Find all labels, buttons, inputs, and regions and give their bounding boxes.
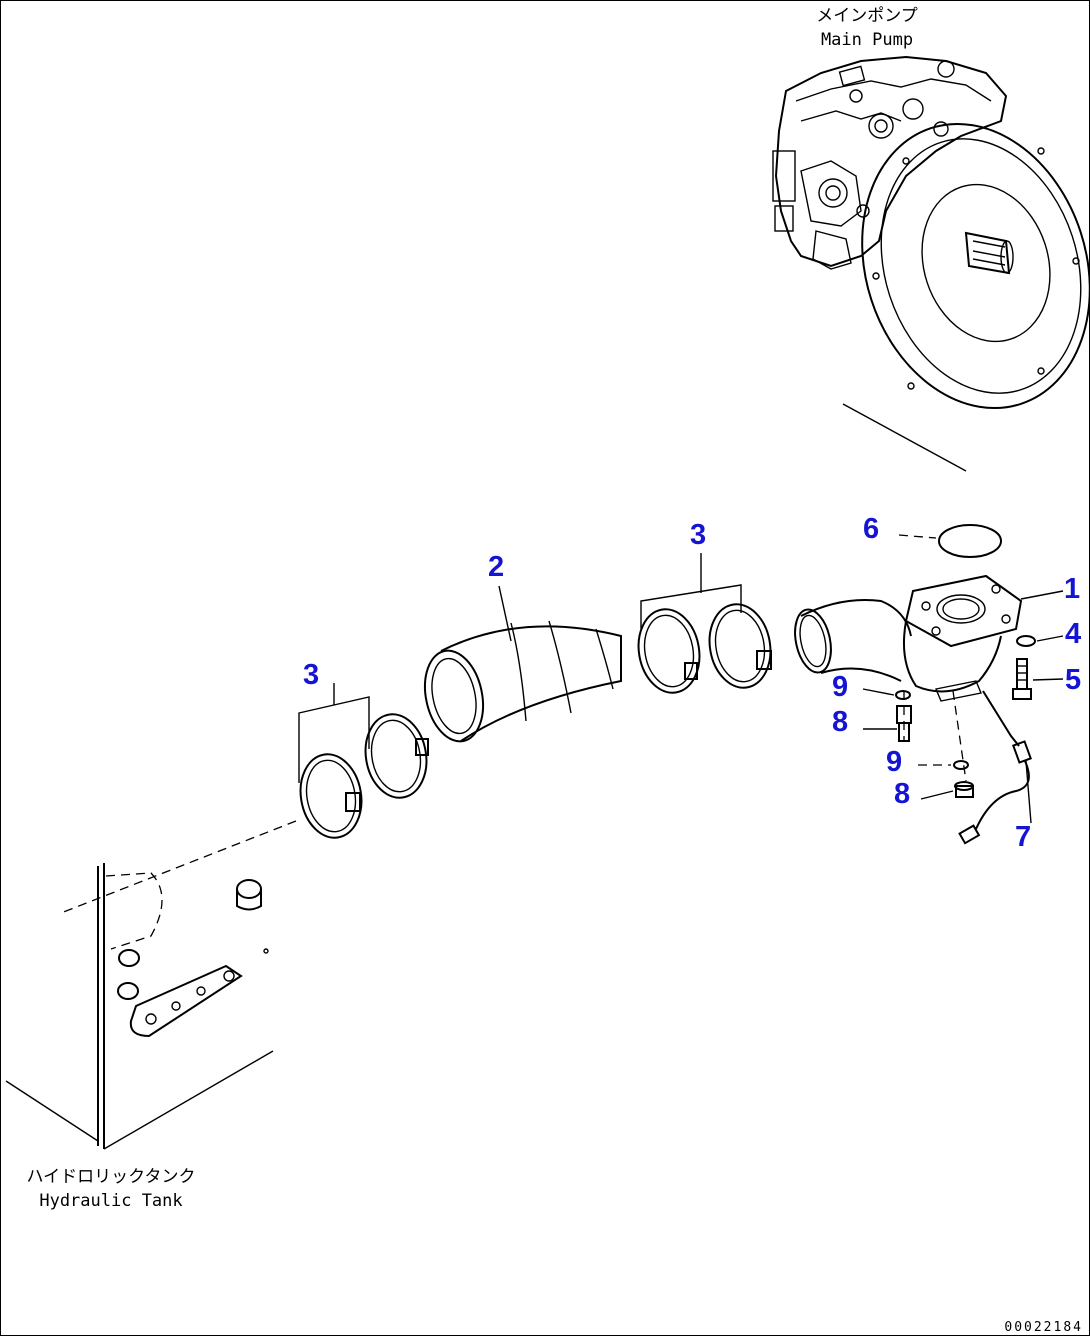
callout-5: 5 xyxy=(1065,664,1081,696)
leader-2 xyxy=(498,585,512,642)
main-pump-label-jp: メインポンプ xyxy=(816,6,918,26)
leader-8b xyxy=(920,790,954,800)
callout-9b: 9 xyxy=(886,746,902,778)
hose-clamp-b xyxy=(364,713,429,799)
hose-clamp-d xyxy=(708,603,772,689)
leader-5 xyxy=(1032,678,1064,681)
plug-b xyxy=(954,781,974,798)
seal-a xyxy=(895,690,911,700)
suction-elbow xyxy=(794,574,1023,702)
temperature-sensor xyxy=(958,690,1032,845)
suction-hose xyxy=(423,620,622,743)
bracket-3b xyxy=(640,584,742,629)
callout-1: 1 xyxy=(1064,573,1080,605)
hose-clamp-a xyxy=(299,753,363,839)
leader-9a xyxy=(862,688,895,696)
hose-centerline xyxy=(60,820,297,914)
drawing-code: 00022184 xyxy=(1004,1320,1083,1335)
hose-clamp-c xyxy=(637,608,701,694)
callout-2: 2 xyxy=(488,551,504,583)
bolt xyxy=(1012,658,1032,700)
hydraulic-tank-label-jp: ハイドロリックタンク xyxy=(27,1167,196,1187)
pump-centerline xyxy=(842,403,967,472)
callout-6: 6 xyxy=(863,513,879,545)
main-pump-label-en: Main Pump xyxy=(821,30,913,50)
leader-4 xyxy=(1036,635,1064,642)
leader-7 xyxy=(1025,760,1032,824)
plug-a xyxy=(896,705,912,742)
callout-3a: 3 xyxy=(303,659,319,691)
plug-centerline-b xyxy=(952,690,967,782)
callout-9a: 9 xyxy=(832,671,848,703)
washer xyxy=(1016,635,1036,647)
callout-4: 4 xyxy=(1065,618,1081,650)
hydraulic-tank xyxy=(5,863,274,1150)
callout-8a: 8 xyxy=(832,706,848,738)
hydraulic-tank-label-en: Hydraulic Tank xyxy=(39,1191,182,1211)
seal-b xyxy=(953,760,969,770)
callout-8b: 8 xyxy=(894,778,910,810)
leader-6 xyxy=(898,534,937,539)
callout-7: 7 xyxy=(1015,821,1031,853)
bracket-3a xyxy=(298,696,370,783)
callout-3b: 3 xyxy=(690,519,706,551)
main-pump xyxy=(772,55,1090,410)
o-ring xyxy=(938,524,1002,558)
leader-1 xyxy=(1020,590,1064,600)
